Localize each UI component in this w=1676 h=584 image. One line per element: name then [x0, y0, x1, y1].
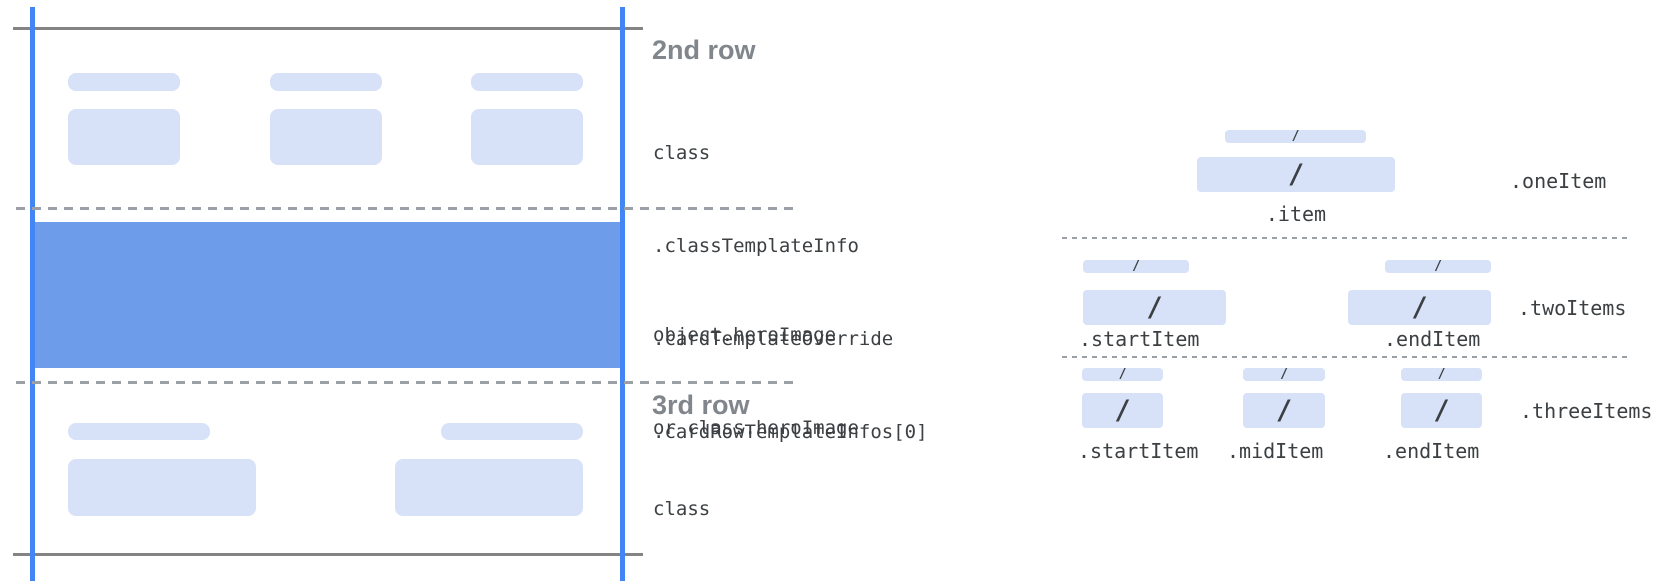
row2-col2-value-placeholder	[270, 109, 382, 165]
row2-col1-label-placeholder	[68, 73, 180, 91]
one-item-item-label: .item	[1265, 202, 1327, 226]
three-items-end-value-bar: /	[1401, 393, 1482, 428]
card-top-border	[13, 27, 643, 30]
hero-code-block: object.heroImage or class.heroImage	[653, 258, 859, 506]
slash-icon: /	[1434, 259, 1442, 274]
row2-col1-value-placeholder	[68, 109, 180, 165]
code-line: .cardTemplateOverride	[653, 328, 894, 350]
three-items-start-value-bar: /	[1082, 393, 1163, 428]
three-items-side-label: .threeItems	[1520, 399, 1653, 423]
three-items-mid-label: .midItem	[1227, 439, 1324, 463]
row3-heading: 3rd row	[652, 390, 750, 420]
two-items-start-value-bar: /	[1083, 290, 1226, 325]
row3-start-label-placeholder	[68, 423, 210, 440]
code-line: .cardRowTemplateInfos[0]	[653, 421, 928, 443]
row3-end-label-placeholder	[441, 423, 583, 440]
slash-icon: /	[1114, 395, 1131, 426]
two-items-end-label: .endItem	[1384, 327, 1481, 351]
row-divider-2	[16, 381, 800, 384]
slash-icon: /	[1280, 367, 1288, 382]
slash-icon: /	[1433, 395, 1450, 426]
code-line: object.heroImage	[653, 324, 837, 346]
row3-code-block: class .classTemplateInfo .cardTemplateOv…	[653, 432, 928, 584]
row2-heading: 2nd row	[652, 35, 756, 65]
guide-line-left	[30, 7, 35, 581]
code-line: .classTemplateInfo	[653, 235, 859, 257]
code-line: or class.heroImage	[653, 417, 859, 439]
slash-icon: /	[1275, 395, 1293, 426]
code-line: class	[653, 142, 711, 164]
two-items-side-label: .twoItems	[1518, 296, 1627, 320]
guide-line-right	[620, 7, 625, 581]
slash-icon: /	[1287, 159, 1305, 190]
row3-end-value-placeholder	[395, 459, 583, 516]
section-divider-1	[1062, 237, 1632, 239]
three-items-start-label-bar: /	[1082, 368, 1163, 381]
row2-code-block: class .classTemplateInfo .cardTemplateOv…	[653, 76, 928, 510]
three-items-end-label: .endItem	[1383, 439, 1480, 463]
row2-col3-label-placeholder	[471, 73, 583, 91]
code-line: class	[653, 498, 711, 520]
slash-icon: /	[1437, 367, 1446, 382]
card-bottom-border	[13, 553, 643, 556]
slash-icon: /	[1132, 259, 1140, 274]
three-items-start-label: .startItem	[1078, 439, 1199, 463]
three-items-end-label-bar: /	[1401, 368, 1482, 381]
row2-col2-label-placeholder	[270, 73, 382, 91]
slash-icon: /	[1291, 129, 1300, 144]
three-items-mid-value-bar: /	[1243, 393, 1325, 428]
three-items-mid-label-bar: /	[1243, 368, 1325, 381]
row3-start-value-placeholder	[68, 459, 256, 516]
two-items-end-label-bar: /	[1385, 260, 1491, 273]
slash-icon: /	[1411, 292, 1428, 323]
one-item-value-bar: /	[1197, 157, 1395, 192]
two-items-start-label: .startItem	[1079, 327, 1200, 351]
one-item-label-bar: /	[1225, 130, 1366, 143]
one-item-side-label: .oneItem	[1510, 169, 1607, 193]
section-divider-2	[1062, 356, 1632, 358]
slash-icon: /	[1146, 292, 1163, 323]
two-items-end-value-bar: /	[1348, 290, 1491, 325]
row2-col3-value-placeholder	[471, 109, 583, 165]
slash-icon: /	[1118, 367, 1127, 382]
hero-image-band	[33, 222, 622, 368]
row-divider-1	[16, 207, 800, 210]
two-items-start-label-bar: /	[1083, 260, 1189, 273]
